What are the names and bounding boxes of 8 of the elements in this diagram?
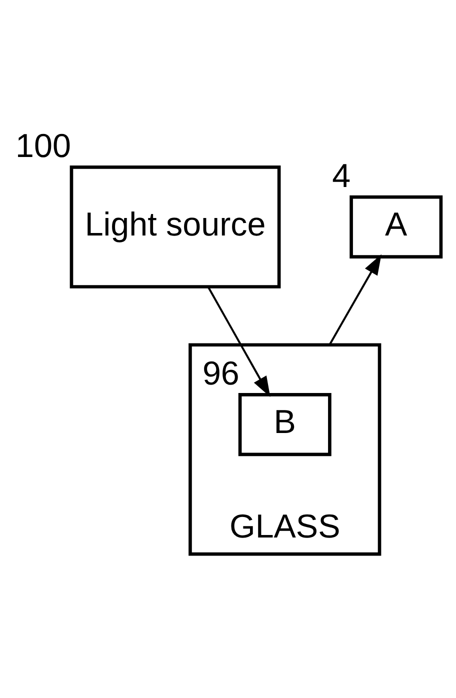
node-label: 96 xyxy=(202,356,240,393)
node-box: B xyxy=(238,393,332,456)
node-box: A xyxy=(350,195,443,258)
node-label: 4 xyxy=(332,158,351,196)
node-label: 100 xyxy=(16,128,71,166)
arrow xyxy=(207,286,270,398)
node-box: Light source xyxy=(70,166,281,288)
arrow xyxy=(328,254,382,346)
